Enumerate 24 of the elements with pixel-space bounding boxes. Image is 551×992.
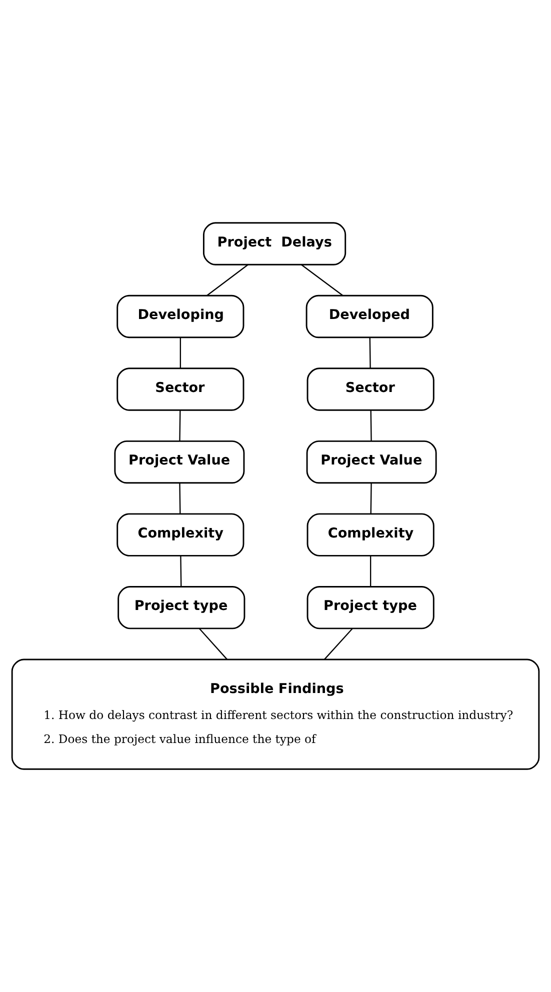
connector [370,483,372,514]
node-box: Possible Findings 1. How do delays contrast in different sectors within the construction industry? 2. Does the project value influence the type of [11,658,540,770]
node-box: Sector [116,368,244,411]
node-box: Project Delays [202,222,346,266]
connector [369,338,371,368]
node-box: Project type [306,586,434,630]
node-box: Project type [118,586,246,630]
connector [179,483,181,514]
connector [324,628,353,660]
connector [180,556,182,587]
node-box: Project Value [114,440,245,484]
connector [179,410,181,442]
node-box: Project Value [306,440,437,484]
connector [300,264,344,296]
connector [198,628,228,660]
node-box: Developed [306,294,434,338]
connector [206,264,248,296]
connector [370,410,372,442]
connector [180,338,181,368]
node-box: Complexity [306,513,434,556]
node-box: Developing [116,294,244,338]
node-box: Complexity [116,513,244,556]
node-box: Sector [306,368,434,411]
connector [370,556,372,587]
